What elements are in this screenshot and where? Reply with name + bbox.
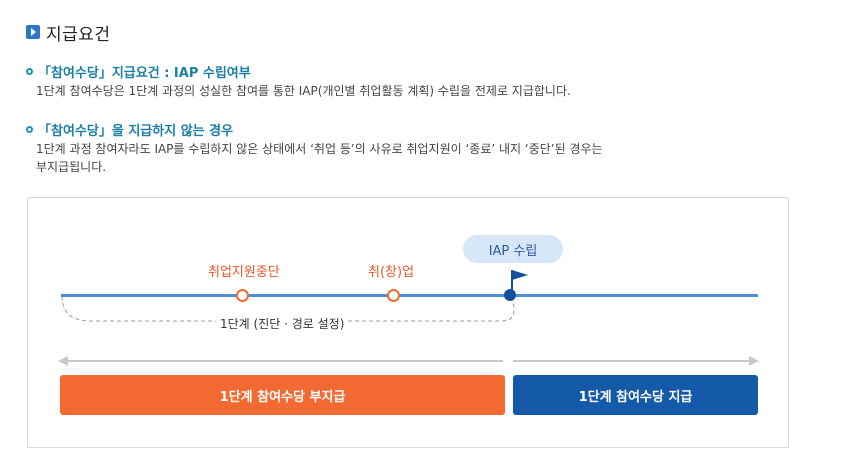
- iap-label-bubble: IAP 수립: [463, 235, 563, 263]
- bar-payment: 1단계 참여수당 지급: [513, 375, 758, 415]
- payment-diagram: IAP 수립 취업지원중단 취(창)업 1단계 (진단 · 경로 설정) 1단계…: [27, 197, 789, 448]
- section-header: 「참여수당」을 지급하지 않는 경우: [26, 120, 603, 139]
- flag-icon: [511, 270, 528, 292]
- circle-bullet-icon: [26, 125, 33, 133]
- section-non-payment-case: 「참여수당」을 지급하지 않는 경우 1단계 과정 참여자라도 IAP를 수립하…: [26, 120, 603, 176]
- bar-no-payment: 1단계 참여수당 부지급: [60, 375, 505, 415]
- circle-bullet-icon: [26, 67, 33, 75]
- section-body-line: 1단계 참여수당은 1단계 과정의 성실한 참여를 통한 IAP(개인별 취업활…: [36, 84, 571, 98]
- range-arrows: [58, 356, 759, 366]
- arrow-right-icon: [26, 25, 40, 39]
- section-payment-condition: 「참여수당」지급요건 : IAP 수립여부 1단계 참여수당은 1단계 과정의 …: [26, 62, 571, 100]
- timeline-point-iap: [504, 289, 516, 301]
- section-title: 「참여수당」지급요건 : IAP 수립여부: [38, 65, 251, 81]
- event-label-support-stop: 취업지원중단: [208, 265, 280, 280]
- section-body: 1단계 과정 참여자라도 IAP를 수립하지 않은 상태에서 ‘취업 등’의 사…: [36, 140, 603, 176]
- timeline-point-support-stop: [236, 289, 249, 302]
- section-body: 1단계 참여수당은 1단계 과정의 성실한 참여를 통한 IAP(개인별 취업활…: [36, 82, 571, 100]
- event-label-employment: 취(창)업: [368, 265, 415, 280]
- page-title: 지급요건: [46, 24, 111, 45]
- section-body-line: 1단계 과정 참여자라도 IAP를 수립하지 않은 상태에서 ‘취업 등’의 사…: [36, 142, 603, 156]
- stage-label: 1단계 (진단 · 경로 설정): [216, 315, 349, 332]
- section-header: 「참여수당」지급요건 : IAP 수립여부: [26, 62, 571, 81]
- section-title: 「참여수당」을 지급하지 않는 경우: [38, 123, 234, 139]
- timeline-line: [61, 294, 758, 297]
- section-body-line: 부지급됩니다.: [36, 160, 107, 174]
- timeline-point-employment: [387, 289, 400, 302]
- page-header: 지급요건: [26, 20, 111, 45]
